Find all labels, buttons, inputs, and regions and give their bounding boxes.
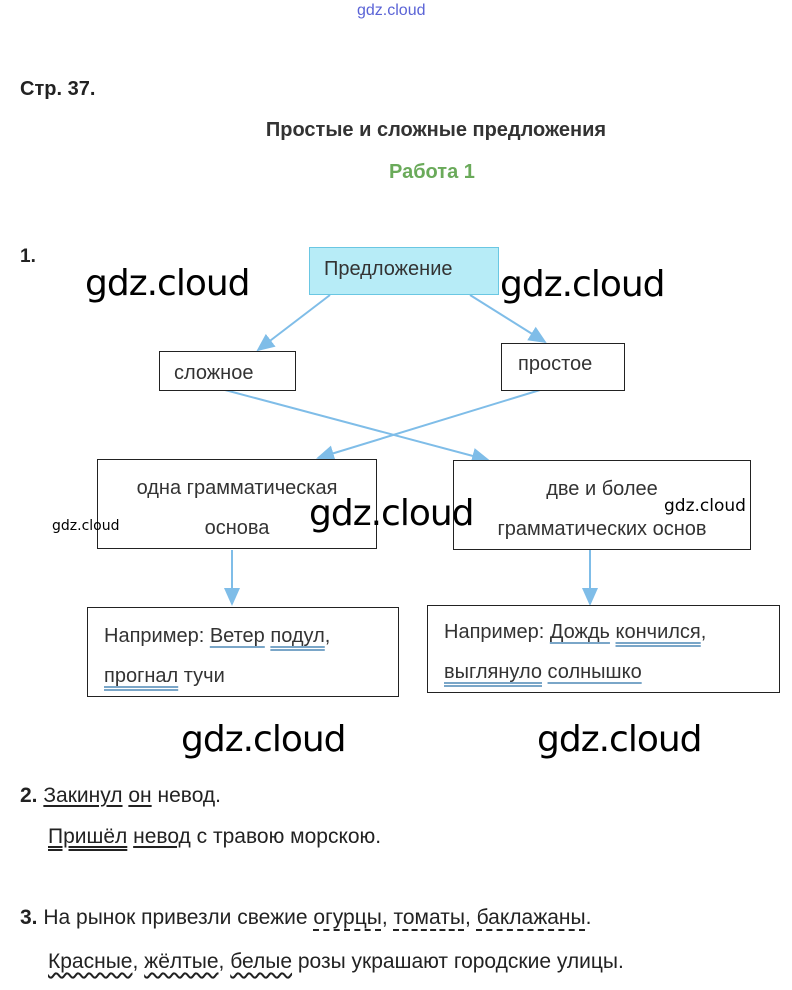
one-basis-box: одна грамматическая основа xyxy=(97,459,377,549)
object-word: томаты xyxy=(393,906,465,929)
attribute-word: белые xyxy=(230,950,293,973)
predicate-word: Пришёл xyxy=(48,825,128,848)
page-label: Стр. 37. xyxy=(20,78,96,100)
watermark: gdz.cloud xyxy=(85,263,251,304)
task2-number: 2. xyxy=(20,784,38,807)
text: На рынок привезли свежие xyxy=(43,906,308,929)
predicate-word: подул xyxy=(270,625,325,647)
comma: , xyxy=(132,950,139,973)
object-word: баклажаны xyxy=(476,906,586,929)
comma: , xyxy=(700,621,707,643)
text: розы украшают городские улицы. xyxy=(297,950,624,973)
two-basis-line1: две и более xyxy=(546,478,658,500)
subject-word: солнышко xyxy=(547,661,642,683)
two-basis-line2: грамматических основ xyxy=(497,518,707,540)
object-word: огурцы xyxy=(313,906,382,929)
attribute-word: жёлтые xyxy=(144,950,219,973)
period: . xyxy=(585,906,592,929)
text: невод. xyxy=(157,784,222,807)
watermark: gdz.cloud xyxy=(309,493,475,534)
text: с травою морскою. xyxy=(196,825,382,848)
watermark: gdz.cloud xyxy=(537,719,703,760)
watermark: gdz.cloud xyxy=(52,518,120,534)
example-label: Например: xyxy=(104,625,205,647)
predicate-word: прогнал xyxy=(104,665,179,687)
subject-word: невод xyxy=(133,825,191,848)
task2-line1: 2. Закинул он невод. xyxy=(20,784,221,808)
example-left-box: Например: Ветер подул, прогнал тучи xyxy=(87,607,399,697)
task1-number: 1. xyxy=(20,246,36,267)
subject-word: он xyxy=(128,784,152,807)
task3-line2: Красные, жёлтые, белые розы украшают гор… xyxy=(48,950,624,974)
word: тучи xyxy=(183,665,225,687)
one-basis-line1: одна грамматическая xyxy=(136,477,338,499)
example-label: Например: xyxy=(444,621,545,643)
predicate-word: выглянуло xyxy=(444,661,542,683)
comma: , xyxy=(464,906,471,929)
comma: , xyxy=(324,625,331,647)
subject-word: Ветер xyxy=(209,625,265,647)
simple-box: простое xyxy=(501,343,625,391)
title: Простые и сложные предложения xyxy=(265,119,607,141)
comma: , xyxy=(381,906,388,929)
task2-line2: Пришёл невод с травою морскою. xyxy=(48,825,381,849)
subtitle: Работа 1 xyxy=(389,161,475,183)
predicate-word: кончился xyxy=(615,621,701,643)
attribute-word: Красные xyxy=(48,950,133,973)
complex-box: сложное xyxy=(159,351,296,391)
comma: , xyxy=(218,950,225,973)
one-basis-line2: основа xyxy=(204,517,270,539)
watermark: gdz.cloud xyxy=(181,719,347,760)
watermark: gdz.cloud xyxy=(500,264,666,305)
root-box: Предложение xyxy=(309,247,499,295)
watermark-top: gdz.cloud xyxy=(357,2,426,19)
example-right-box: Например: Дождь кончился, выглянуло солн… xyxy=(427,605,780,693)
two-basis-box: две и более грамматических основ xyxy=(453,460,751,550)
subject-word: Дождь xyxy=(549,621,610,643)
watermark: gdz.cloud xyxy=(664,496,746,516)
arrow-to-complex xyxy=(256,294,331,352)
predicate-word: Закинул xyxy=(43,784,123,807)
task3-number: 3. xyxy=(20,906,38,929)
task3-line1: 3. На рынок привезли свежие огурцы, тома… xyxy=(20,906,591,930)
